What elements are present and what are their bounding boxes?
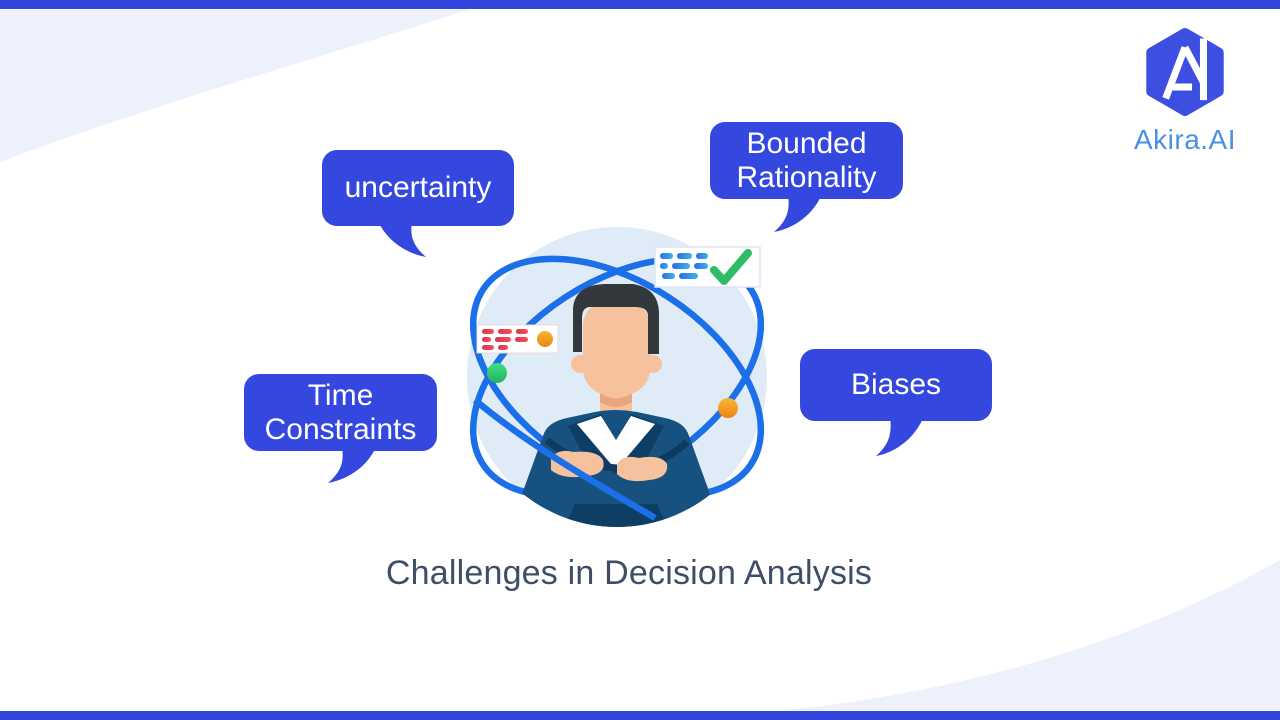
logo-a-glyph xyxy=(1162,38,1207,101)
bubble-tail xyxy=(876,416,924,456)
tasks-card-icon xyxy=(476,324,559,354)
bubble-tail xyxy=(378,221,426,257)
orbit-node-green-icon xyxy=(487,363,507,383)
logo-hexagon-icon xyxy=(1146,28,1224,116)
person-illustration xyxy=(509,284,723,527)
bubble-tail xyxy=(774,194,822,232)
top-accent-bar xyxy=(0,0,1280,9)
bubble-biases: Biases xyxy=(800,349,992,456)
green-check-icon xyxy=(710,249,752,285)
brand-name: Akira.AI xyxy=(1133,124,1237,155)
bubble-time-constraints: Time Constraints xyxy=(244,374,437,483)
bubble-label: uncertainty xyxy=(344,171,492,204)
orbit-node-orange-icon xyxy=(718,398,738,418)
bottom-accent-bar xyxy=(0,711,1280,720)
bubble-tail xyxy=(328,447,376,483)
decision-thinker-illustration xyxy=(467,227,767,527)
bubble-label: Time Constraints xyxy=(264,378,417,446)
checklist-approved-card-icon xyxy=(654,246,761,288)
bubble-bounded-rationality: Bounded Rationality xyxy=(710,122,903,232)
orbit-front-segment xyxy=(472,397,657,521)
background-curve-top-left xyxy=(0,8,473,162)
collar xyxy=(577,416,655,470)
bubble-label: Biases xyxy=(850,368,942,401)
bubble-label: Bounded Rationality xyxy=(736,126,877,194)
page-title: Challenges in Decision Analysis xyxy=(385,554,873,592)
hair xyxy=(573,284,659,354)
brand-logo: Akira.AI xyxy=(1120,24,1250,155)
bubble-uncertainty: uncertainty xyxy=(322,150,514,257)
